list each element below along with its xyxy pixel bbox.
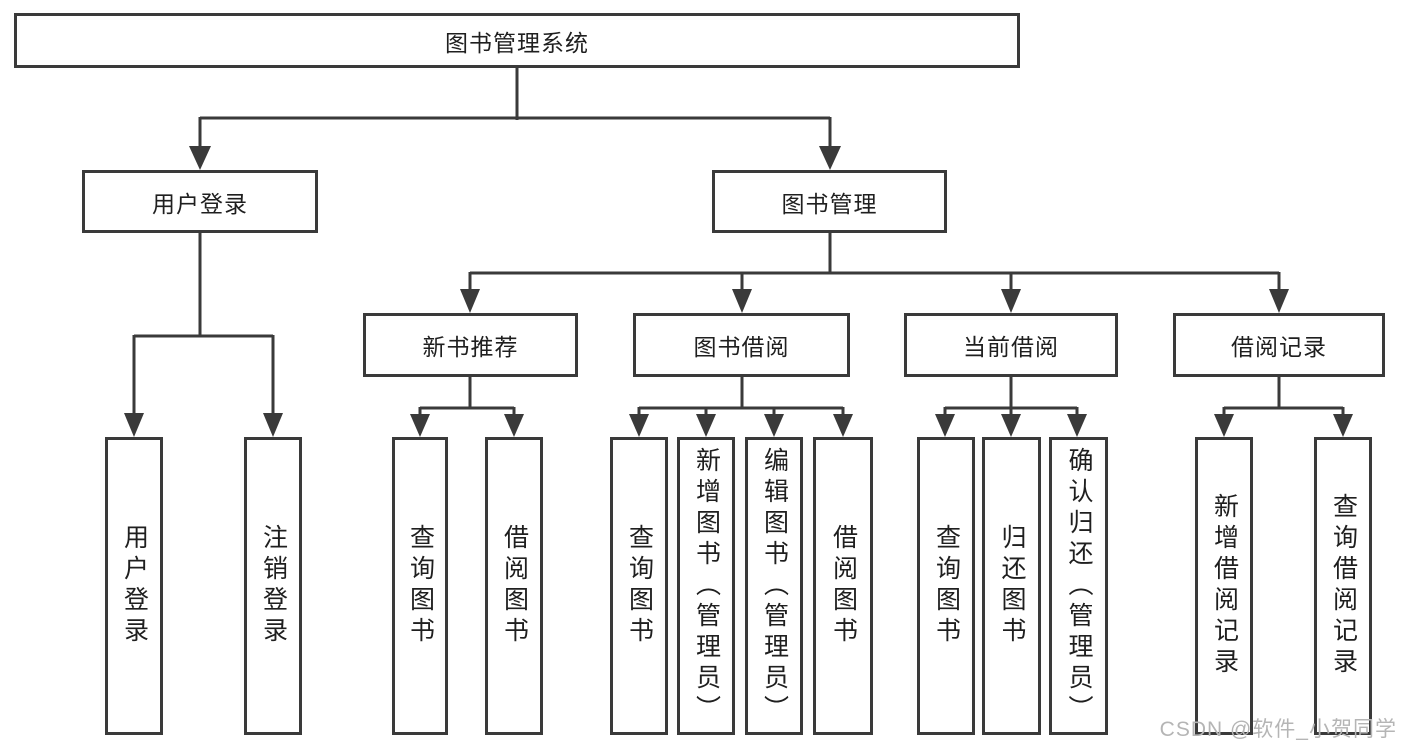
leaf-edit-books-admin: 编辑图书（管理员） bbox=[745, 437, 803, 735]
leaf-add-books-admin: 新增图书（管理员） bbox=[677, 437, 735, 735]
node-book-management: 图书管理 bbox=[712, 170, 947, 233]
node-label: 查询图书 bbox=[625, 524, 654, 648]
leaf-return-books: 归还图书 bbox=[982, 437, 1041, 735]
node-label: 图书借阅 bbox=[693, 334, 790, 360]
node-library-management-system: 图书管理系统 bbox=[14, 13, 1020, 68]
node-new-book-recommend: 新书推荐 bbox=[363, 313, 578, 377]
node-label: 编辑图书（管理员） bbox=[760, 446, 789, 726]
connector-root-to-level2 bbox=[189, 68, 841, 170]
node-label: 查询图书 bbox=[932, 524, 961, 648]
node-label: 确认归还（管理员） bbox=[1065, 446, 1093, 726]
node-label: 借阅图书 bbox=[829, 524, 858, 648]
leaf-query-books-current: 查询图书 bbox=[917, 437, 975, 735]
leaf-logout: 注销登录 bbox=[244, 437, 302, 735]
leaf-query-borrow-record: 查询借阅记录 bbox=[1314, 437, 1372, 735]
node-label: 借阅记录 bbox=[1231, 334, 1327, 360]
node-current-borrowing: 当前借阅 bbox=[904, 313, 1118, 377]
node-label: 查询借阅记录 bbox=[1329, 493, 1358, 679]
leaf-query-books-recommend: 查询图书 bbox=[392, 437, 448, 735]
node-label: 图书管理系统 bbox=[445, 29, 589, 56]
csdn-watermark: CSDN @软件_小贺同学 bbox=[1159, 718, 1397, 741]
node-label: 新增图书（管理员） bbox=[692, 446, 721, 726]
node-label: 当前借阅 bbox=[963, 334, 1059, 360]
node-user-login: 用户登录 bbox=[82, 170, 318, 233]
connector-new-book-children bbox=[410, 377, 524, 437]
connector-current-borrow-children bbox=[935, 377, 1087, 437]
node-label: 新增借阅记录 bbox=[1210, 493, 1239, 679]
connector-user-login-children bbox=[124, 233, 283, 437]
leaf-add-borrow-record: 新增借阅记录 bbox=[1195, 437, 1253, 735]
node-label: 注销登录 bbox=[259, 524, 288, 648]
node-label: 归还图书 bbox=[998, 524, 1026, 648]
connector-book-mgmt-children bbox=[460, 233, 1289, 313]
connector-book-borrow-children bbox=[629, 377, 853, 437]
leaf-borrow-books-recommend: 借阅图书 bbox=[485, 437, 543, 735]
leaf-user-login: 用户登录 bbox=[105, 437, 163, 735]
node-label: 用户登录 bbox=[152, 190, 248, 217]
node-book-borrowing: 图书借阅 bbox=[633, 313, 850, 377]
node-label: 用户登录 bbox=[120, 524, 149, 648]
leaf-confirm-return-admin: 确认归还（管理员） bbox=[1049, 437, 1108, 735]
leaf-borrow-books: 借阅图书 bbox=[813, 437, 873, 735]
node-label: 新书推荐 bbox=[422, 334, 519, 360]
node-label: 查询图书 bbox=[406, 524, 435, 648]
connector-borrow-records-children bbox=[1214, 377, 1353, 437]
node-label: 借阅图书 bbox=[500, 524, 529, 648]
node-label: 图书管理 bbox=[781, 190, 878, 217]
node-borrowing-records: 借阅记录 bbox=[1173, 313, 1385, 377]
leaf-query-books-borrowing: 查询图书 bbox=[610, 437, 668, 735]
